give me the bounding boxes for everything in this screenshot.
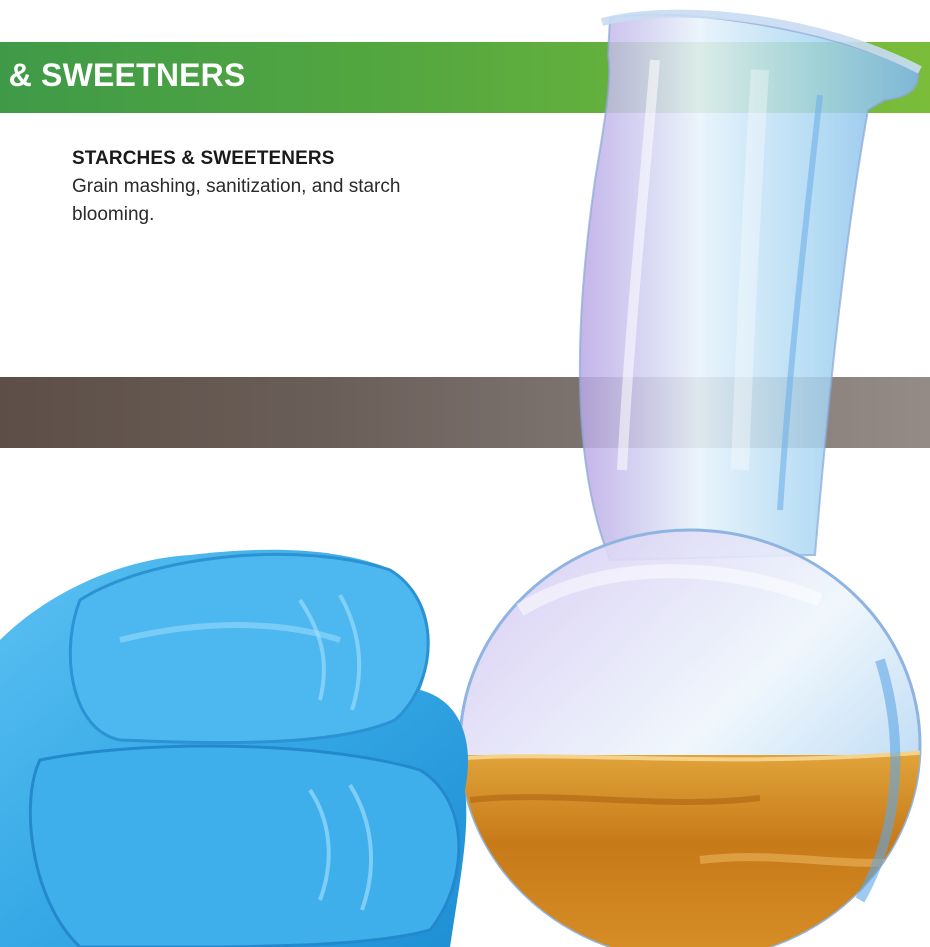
flask-icon	[458, 9, 922, 947]
category-banner-title: S & SWEETNERS	[0, 57, 246, 93]
feature-heading: STARCHES & SWEETENERS	[72, 148, 335, 169]
feature-description: Grain mashing, sanitization, and starch …	[72, 176, 401, 225]
feature-block: STARCHES & SWEETENERS Grain mashing, san…	[72, 148, 452, 229]
gloved-hand-icon	[0, 549, 468, 947]
